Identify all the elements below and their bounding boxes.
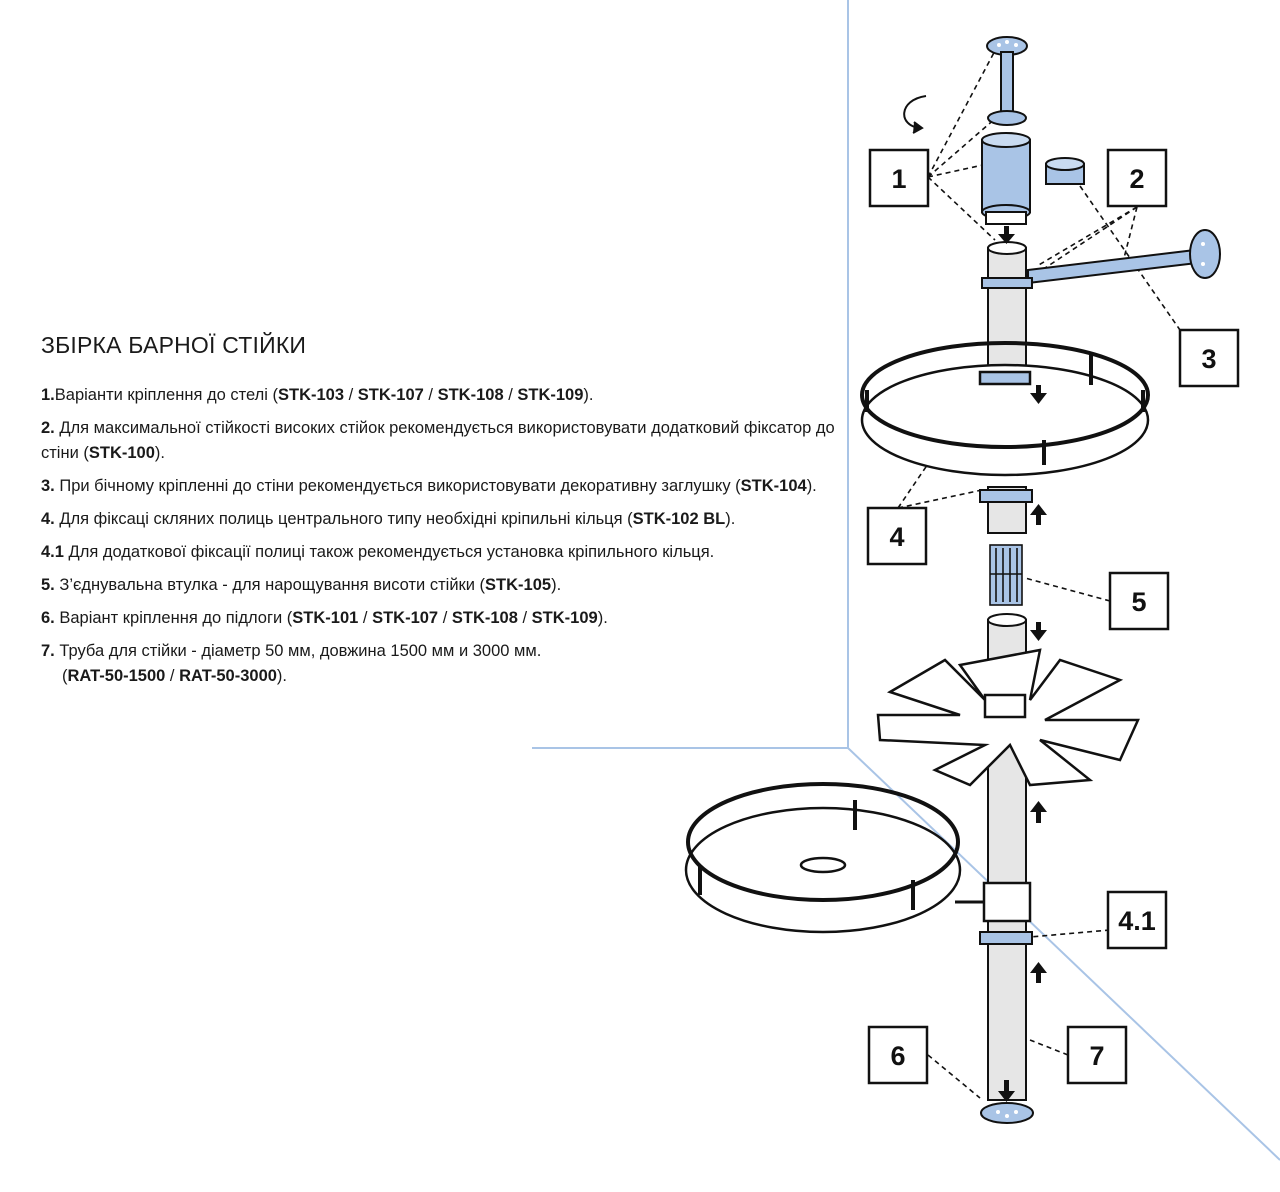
instruction-text: / bbox=[517, 609, 532, 627]
instruction-text: / bbox=[438, 609, 452, 627]
instruction-text: ). bbox=[597, 609, 608, 627]
callout-label: 5 bbox=[1131, 587, 1146, 617]
product-code: STK-103 bbox=[278, 386, 345, 404]
callout-label: 4.1 bbox=[1118, 906, 1156, 936]
direction-arrows bbox=[998, 226, 1047, 1102]
instruction-item: 5. З’єднувальна втулка - для нарощування… bbox=[41, 573, 841, 598]
callout-6: 6 bbox=[867, 1025, 929, 1085]
instruction-item: 7. Труба для стійки - діаметр 50 мм, дов… bbox=[41, 639, 841, 689]
arrow-down-icon bbox=[998, 1080, 1015, 1102]
instruction-number: 4. bbox=[41, 510, 55, 528]
product-code: RAT-50-1500 bbox=[67, 667, 166, 685]
product-code: STK-100 bbox=[88, 444, 155, 462]
instruction-number: 7. bbox=[41, 642, 55, 660]
callout-3: 3 bbox=[1178, 328, 1240, 388]
assembly-instructions: ЗБІРКА БАРНОЇ СТІЙКИ 1.Варіанти кріпленн… bbox=[41, 332, 841, 697]
instruction-text: ). bbox=[154, 444, 166, 462]
instruction-text: / bbox=[344, 386, 358, 404]
callout-label: 7 bbox=[1089, 1041, 1104, 1071]
instruction-text: Варіант кріплення до підлоги ( bbox=[54, 609, 293, 627]
coupling-sleeve bbox=[989, 544, 1023, 606]
upper-round-shelf bbox=[860, 341, 1150, 477]
callout-label: 1 bbox=[891, 164, 906, 194]
callout-7: 7 bbox=[1066, 1025, 1128, 1085]
product-code: STK-108 bbox=[437, 386, 504, 404]
product-code: STK-101 bbox=[292, 609, 359, 627]
floor-mount bbox=[980, 1102, 1034, 1124]
callout-1: 1 bbox=[868, 148, 930, 208]
instruction-number: 3. bbox=[41, 477, 55, 495]
instruction-text: Для додаткової фіксації полиці також рек… bbox=[63, 543, 715, 561]
instruction-item: 1.Варіанти кріплення до стелі (STK-103 /… bbox=[41, 383, 841, 408]
arrow-up-icon bbox=[1030, 962, 1047, 983]
instruction-text: З’єднувальна втулка - для нарощування ви… bbox=[54, 576, 486, 594]
instruction-text: / bbox=[503, 386, 518, 404]
room-corner-lines bbox=[532, 0, 1280, 1161]
instruction-text: / bbox=[423, 386, 438, 404]
instruction-text: Варіанти кріплення до стелі ( bbox=[54, 386, 278, 404]
arrow-down-icon bbox=[1030, 622, 1047, 641]
callout-5: 5 bbox=[1108, 571, 1170, 631]
instruction-item: 4.1 Для додаткової фіксації полиці також… bbox=[41, 540, 841, 565]
instruction-number: 2. bbox=[41, 419, 55, 437]
instruction-text: Для максимальної стійкості високих стійо… bbox=[41, 419, 835, 462]
mounting-ring bbox=[979, 486, 1033, 534]
instruction-text: ). bbox=[583, 386, 594, 404]
star-shelf bbox=[876, 648, 1140, 787]
instruction-text: ). bbox=[551, 576, 562, 594]
callout-2: 2 bbox=[1106, 148, 1168, 208]
callout-label: 6 bbox=[890, 1041, 905, 1071]
instruction-number: 4.1 bbox=[41, 543, 64, 561]
product-code: STK-109 bbox=[517, 386, 584, 404]
instruction-item: 3. При бічному кріпленні до стіни рекоме… bbox=[41, 474, 841, 499]
product-code: STK-109 bbox=[531, 609, 598, 627]
product-code: STK-105 bbox=[485, 576, 552, 594]
product-code: STK-107 bbox=[372, 609, 439, 627]
product-code: STK-107 bbox=[357, 386, 424, 404]
mounting-ring-4-1 bbox=[979, 931, 1033, 945]
callout-label: 4 bbox=[889, 522, 904, 552]
instruction-item: 2. Для максимальної стійкості високих ст… bbox=[41, 416, 841, 466]
callout-label: 2 bbox=[1129, 164, 1144, 194]
product-code: RAT-50-3000 bbox=[179, 667, 277, 685]
instruction-number: 6. bbox=[41, 609, 55, 627]
instruction-text: / bbox=[165, 667, 180, 685]
arrow-down-icon bbox=[998, 226, 1015, 244]
wall-cap bbox=[1045, 157, 1085, 185]
instruction-number: 5. bbox=[41, 576, 55, 594]
instruction-number: 1. bbox=[41, 386, 55, 404]
arrow-up-icon bbox=[1030, 504, 1047, 525]
page-title: ЗБІРКА БАРНОЇ СТІЙКИ bbox=[41, 332, 307, 358]
rotation-arrow-icon bbox=[903, 95, 927, 134]
ceiling-mount bbox=[981, 36, 1031, 225]
wall-bracket bbox=[1027, 229, 1221, 285]
product-code: STK-108 bbox=[451, 609, 518, 627]
callout-4: 4 bbox=[866, 506, 928, 566]
product-code: STK-102 BL bbox=[632, 510, 726, 528]
arrow-up-icon bbox=[1030, 801, 1047, 823]
arrow-down-icon bbox=[1030, 385, 1047, 404]
instruction-line2: (RAT-50-1500 / RAT-50-3000). bbox=[41, 664, 841, 689]
instruction-text: При бічному кріпленні до стіни рекоменду… bbox=[54, 477, 741, 495]
instruction-text: / bbox=[358, 609, 373, 627]
side-round-shelf bbox=[684, 782, 1032, 934]
instruction-text: ). bbox=[725, 510, 736, 528]
instruction-text: ). bbox=[806, 477, 817, 495]
instruction-item: 4. Для фіксаці скляних полиць центрально… bbox=[41, 507, 841, 532]
product-code: STK-104 bbox=[740, 477, 807, 495]
callout-label: 3 bbox=[1201, 344, 1216, 374]
instruction-list: 1.Варіанти кріплення до стелі (STK-103 /… bbox=[41, 383, 841, 689]
instruction-text: Труба для стійки - діаметр 50 мм, довжин… bbox=[54, 642, 542, 660]
instruction-text: ( bbox=[62, 667, 68, 685]
callout-4-1: 4.1 bbox=[1106, 890, 1168, 950]
instruction-text: ). bbox=[276, 667, 288, 685]
instruction-text: Для фіксаці скляних полиць центрального … bbox=[54, 510, 633, 528]
instruction-item: 6. Варіант кріплення до підлоги (STK-101… bbox=[41, 606, 841, 631]
